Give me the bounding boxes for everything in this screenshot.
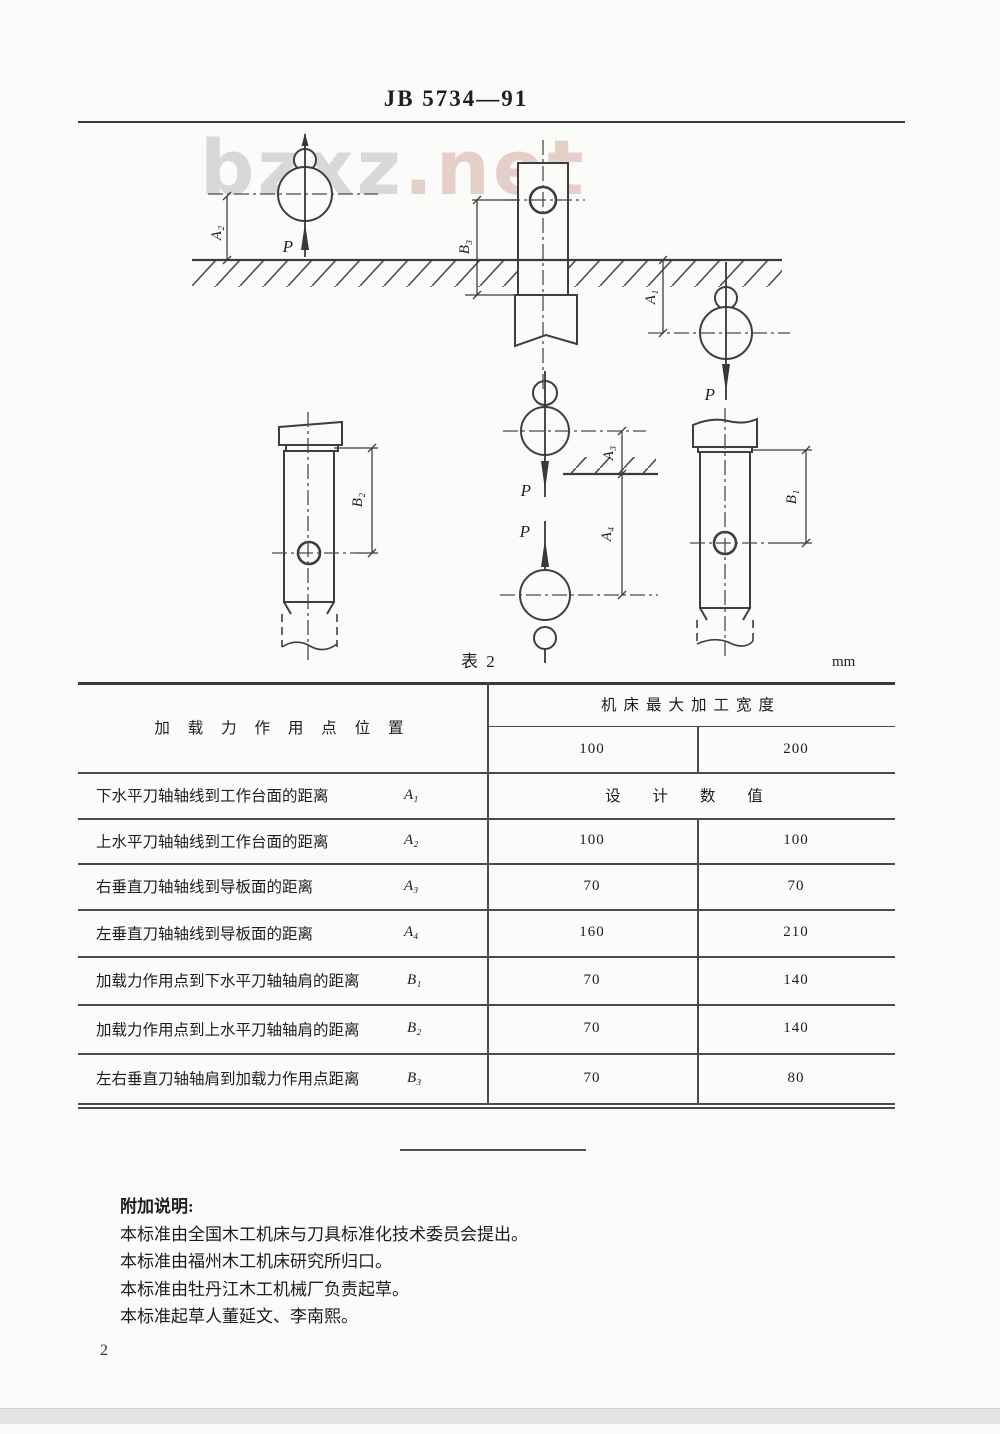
table-row-line: [78, 1053, 895, 1055]
left-shaft-break: [281, 641, 338, 651]
hatching: [192, 260, 782, 474]
row-value-100: 70: [583, 1069, 601, 1086]
row-symbol: A₁: [404, 786, 419, 803]
row-value-200: 80: [787, 1069, 805, 1086]
row-value-100: 70: [583, 1020, 601, 1036]
table-header-bottom-line: [78, 772, 895, 774]
table-subheader-line: [487, 726, 895, 728]
unit-label: mm: [832, 654, 856, 670]
left-vertical-cutter-small-circle: [533, 626, 557, 650]
left-shaft-hidden: [281, 614, 338, 647]
row-symbol: B₃: [407, 1069, 422, 1086]
force-label-p-right-vertical: P: [520, 481, 531, 500]
row-label: 加载力作用点到上水平刀轴轴肩的距离: [96, 1021, 360, 1039]
loading-points-diagram: A₂ B₃ A₁ A₃ A₄ B₂ B₁ P P P P 表 2 mm: [192, 133, 856, 671]
col-header-max-width: 机床最大加工宽度: [600, 697, 781, 714]
table-row-line: [78, 1004, 895, 1006]
row-value-100: 100: [579, 832, 605, 848]
row-value-200: 140: [783, 971, 809, 988]
row-symbol: B₁: [407, 971, 422, 988]
row-value-200: 210: [783, 924, 809, 940]
row-symbol: A₄: [404, 924, 419, 940]
table-bottom-border-2: [78, 1107, 895, 1109]
row-label: 左垂直刀轴轴线到导板面的距离: [96, 925, 314, 943]
table-row-line: [78, 956, 895, 958]
note-line: 本标准由全国木工机床与刀具标准化技术委员会提出。: [120, 1224, 528, 1244]
dim-label-a1: A₁: [643, 290, 659, 305]
table-subcol-divider-body: [697, 818, 699, 1103]
dimension-lines: [222, 191, 812, 600]
spindle-lower-body: [514, 294, 578, 348]
design-value-note: 设 计 数 值: [605, 788, 777, 805]
row-symbol: B₂: [407, 1020, 422, 1036]
right-shaft-taper: [699, 607, 751, 621]
dim-label-a3: A₃: [601, 446, 617, 461]
row-value-200: 100: [783, 832, 809, 848]
dim-label-b2: B₂: [350, 493, 366, 507]
dim-label-b3: B₃: [457, 240, 473, 254]
right-shaft-cap: [692, 417, 758, 448]
dim-label-a4: A₄: [599, 527, 615, 542]
note-line: 本标准起草人董延文、李南熙。: [120, 1307, 358, 1326]
reference-surfaces: [192, 258, 782, 476]
subcol-header-100: 100: [579, 740, 605, 757]
table-row-line: [78, 909, 895, 911]
col-header-position: 加 载 力 作 用 点 位 置: [154, 720, 411, 737]
row-value-100: 70: [583, 971, 601, 988]
row-symbol: A₂: [404, 832, 419, 848]
section-divider-line: [400, 1149, 586, 1151]
row-label: 加载力作用点到下水平刀轴轴肩的距离: [96, 973, 360, 990]
row-value-200: 140: [783, 1020, 809, 1036]
force-label-p-lower: P: [704, 385, 715, 404]
right-shaft-body: [699, 451, 751, 609]
row-label: 上水平刀轴轴线到工作台面的距离: [96, 833, 329, 851]
page-number: 2: [100, 1342, 108, 1359]
right-shaft-break: [696, 638, 754, 647]
table-main-divider: [487, 682, 489, 1103]
table-row-line: [78, 818, 895, 820]
row-value-100: 160: [579, 924, 605, 940]
subcol-header-200: 200: [783, 740, 809, 757]
scan-edge-band: [0, 1408, 1000, 1424]
table-row-line: [78, 863, 895, 865]
right-shaft-hidden: [696, 620, 754, 644]
row-symbol: A₃: [404, 877, 419, 894]
centerlines: [208, 140, 790, 660]
row-value-100: 70: [583, 877, 601, 894]
force-label-p-upper: P: [282, 237, 293, 256]
row-value-200: 70: [787, 877, 805, 894]
note-line: 本标准由福州木工机床研究所归口。: [120, 1252, 392, 1271]
note-line: 本标准由牡丹江木工机械厂负责起草。: [120, 1279, 409, 1299]
force-label-p-left-vertical: P: [519, 522, 530, 541]
dim-label-b1: B₁: [784, 490, 800, 504]
row-label: 左右垂直刀轴轴肩到加载力作用点距离: [96, 1071, 360, 1088]
table-bottom-border: [78, 1103, 895, 1105]
row-label: 下水平刀轴轴线到工作台面的距离: [96, 788, 329, 805]
machine-parts: [277, 148, 758, 651]
table-subcol-divider-header: [697, 726, 699, 772]
row-label: 右垂直刀轴轴线到导板面的距离: [96, 879, 314, 896]
left-shaft-cap: [278, 420, 343, 446]
table-caption: 表 2: [461, 652, 497, 671]
dim-label-a2: A₂: [209, 226, 225, 241]
header-rule: [78, 121, 905, 123]
standard-number-heading: JB 5734—91: [383, 86, 529, 111]
diagram-labels: A₂ B₃ A₁ A₃ A₄ B₂ B₁ P P P P 表 2 mm: [209, 226, 856, 671]
table-top-border: [78, 682, 895, 685]
additional-notes: 附加说明: 本标准由全国木工机床与刀具标准化技术委员会提出。 本标准由福州木工机…: [120, 1193, 820, 1331]
left-shaft-taper: [283, 601, 335, 615]
force-lines: [301, 133, 730, 663]
left-shaft-body: [283, 450, 335, 603]
notes-title: 附加说明:: [120, 1197, 194, 1216]
